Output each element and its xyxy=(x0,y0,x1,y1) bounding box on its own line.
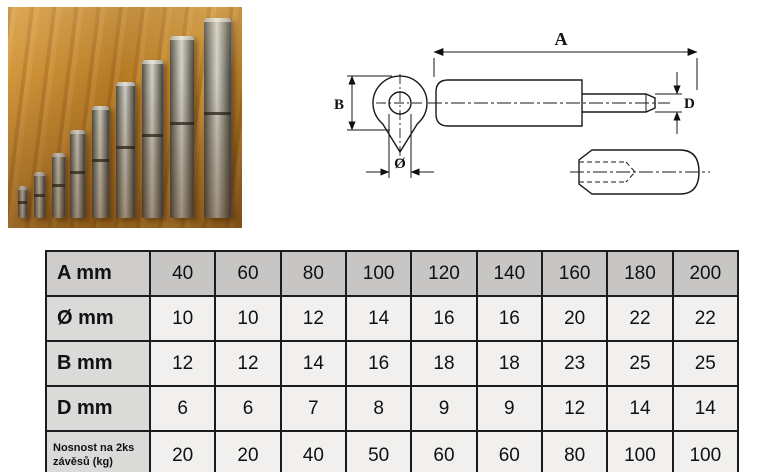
table-cell: 200 xyxy=(671,250,740,297)
hinge-pin xyxy=(204,18,231,218)
table-cell: 25 xyxy=(671,340,740,387)
front-view-outline xyxy=(372,75,428,154)
table-cell: 14 xyxy=(344,295,413,342)
table-cell: 140 xyxy=(475,250,543,297)
table-cell: 14 xyxy=(606,385,674,432)
hinge-socket-outline xyxy=(578,149,700,195)
product-photo xyxy=(8,7,242,228)
hinge-pin xyxy=(34,172,45,218)
table-cell: 9 xyxy=(410,385,478,432)
table-cell: 12 xyxy=(279,295,347,342)
table-cell: 10 xyxy=(148,295,217,342)
dim-label-b: B xyxy=(334,97,344,113)
table-cell: 22 xyxy=(606,295,674,342)
table-cell: 10 xyxy=(214,295,282,342)
table-cell: 12 xyxy=(540,385,609,432)
table-cell: 20 xyxy=(540,295,609,342)
dim-label-d: D xyxy=(684,96,695,112)
table-cell: 100 xyxy=(671,430,740,472)
table-cell: 120 xyxy=(410,250,478,297)
table-cell: 12 xyxy=(148,340,217,387)
table-cell: 20 xyxy=(214,430,282,472)
table-row: D mm 6 6 7 8 9 9 12 14 14 xyxy=(45,385,740,432)
table-cell: 12 xyxy=(214,340,282,387)
table-cell: 18 xyxy=(410,340,478,387)
table-cell: 100 xyxy=(344,250,413,297)
row-label: Ø mm xyxy=(45,295,151,342)
row-label: A mm xyxy=(45,250,151,297)
table-row: B mm 12 12 14 16 18 18 23 25 25 xyxy=(45,340,740,387)
hinge-pin xyxy=(170,36,194,218)
table-cell: 160 xyxy=(540,250,609,297)
technical-drawing: A B D Ø xyxy=(334,29,710,195)
table-cell: 8 xyxy=(344,385,413,432)
row-label: Nosnost na 2ks závěsů (kg) xyxy=(45,430,151,472)
table-cell: 14 xyxy=(279,340,347,387)
row-label: D mm xyxy=(45,385,151,432)
hinge-pin xyxy=(18,186,27,218)
hinge-body-outline xyxy=(435,79,583,127)
hinge-pin xyxy=(92,106,109,218)
table-cell: 100 xyxy=(606,430,674,472)
table-cell: 18 xyxy=(475,340,543,387)
row-label: B mm xyxy=(45,340,151,387)
table-row: Nosnost na 2ks závěsů (kg) 20 20 40 50 6… xyxy=(45,430,740,472)
table-cell: 7 xyxy=(279,385,347,432)
table-cell: 60 xyxy=(475,430,543,472)
table-row: Ø mm 10 10 12 14 16 16 20 22 22 xyxy=(45,295,740,342)
table-cell: 20 xyxy=(148,430,217,472)
table-cell: 40 xyxy=(279,430,347,472)
spec-table: A mm 40 60 80 100 120 140 160 180 200 Ø … xyxy=(45,250,740,472)
table-cell: 6 xyxy=(148,385,217,432)
hinge-pin xyxy=(116,82,135,218)
hinge-pin xyxy=(142,60,163,218)
table-cell: 16 xyxy=(410,295,478,342)
table-cell: 180 xyxy=(606,250,674,297)
table-cell: 60 xyxy=(214,250,282,297)
table-row: A mm 40 60 80 100 120 140 160 180 200 xyxy=(45,250,740,297)
table-cell: 80 xyxy=(279,250,347,297)
table-cell: 40 xyxy=(148,250,217,297)
table-cell: 22 xyxy=(671,295,740,342)
hinge-pin xyxy=(70,130,85,218)
table-cell: 50 xyxy=(344,430,413,472)
table-cell: 6 xyxy=(214,385,282,432)
table-cell: 9 xyxy=(475,385,543,432)
table-cell: 16 xyxy=(344,340,413,387)
table-cell: 16 xyxy=(475,295,543,342)
table-cell: 60 xyxy=(410,430,478,472)
hinge-pin xyxy=(52,153,65,218)
dim-label-diameter: Ø xyxy=(394,156,406,172)
table-cell: 23 xyxy=(540,340,609,387)
table-cell: 14 xyxy=(671,385,740,432)
table-cell: 80 xyxy=(540,430,609,472)
dim-label-a: A xyxy=(555,29,568,49)
table-cell: 25 xyxy=(606,340,674,387)
